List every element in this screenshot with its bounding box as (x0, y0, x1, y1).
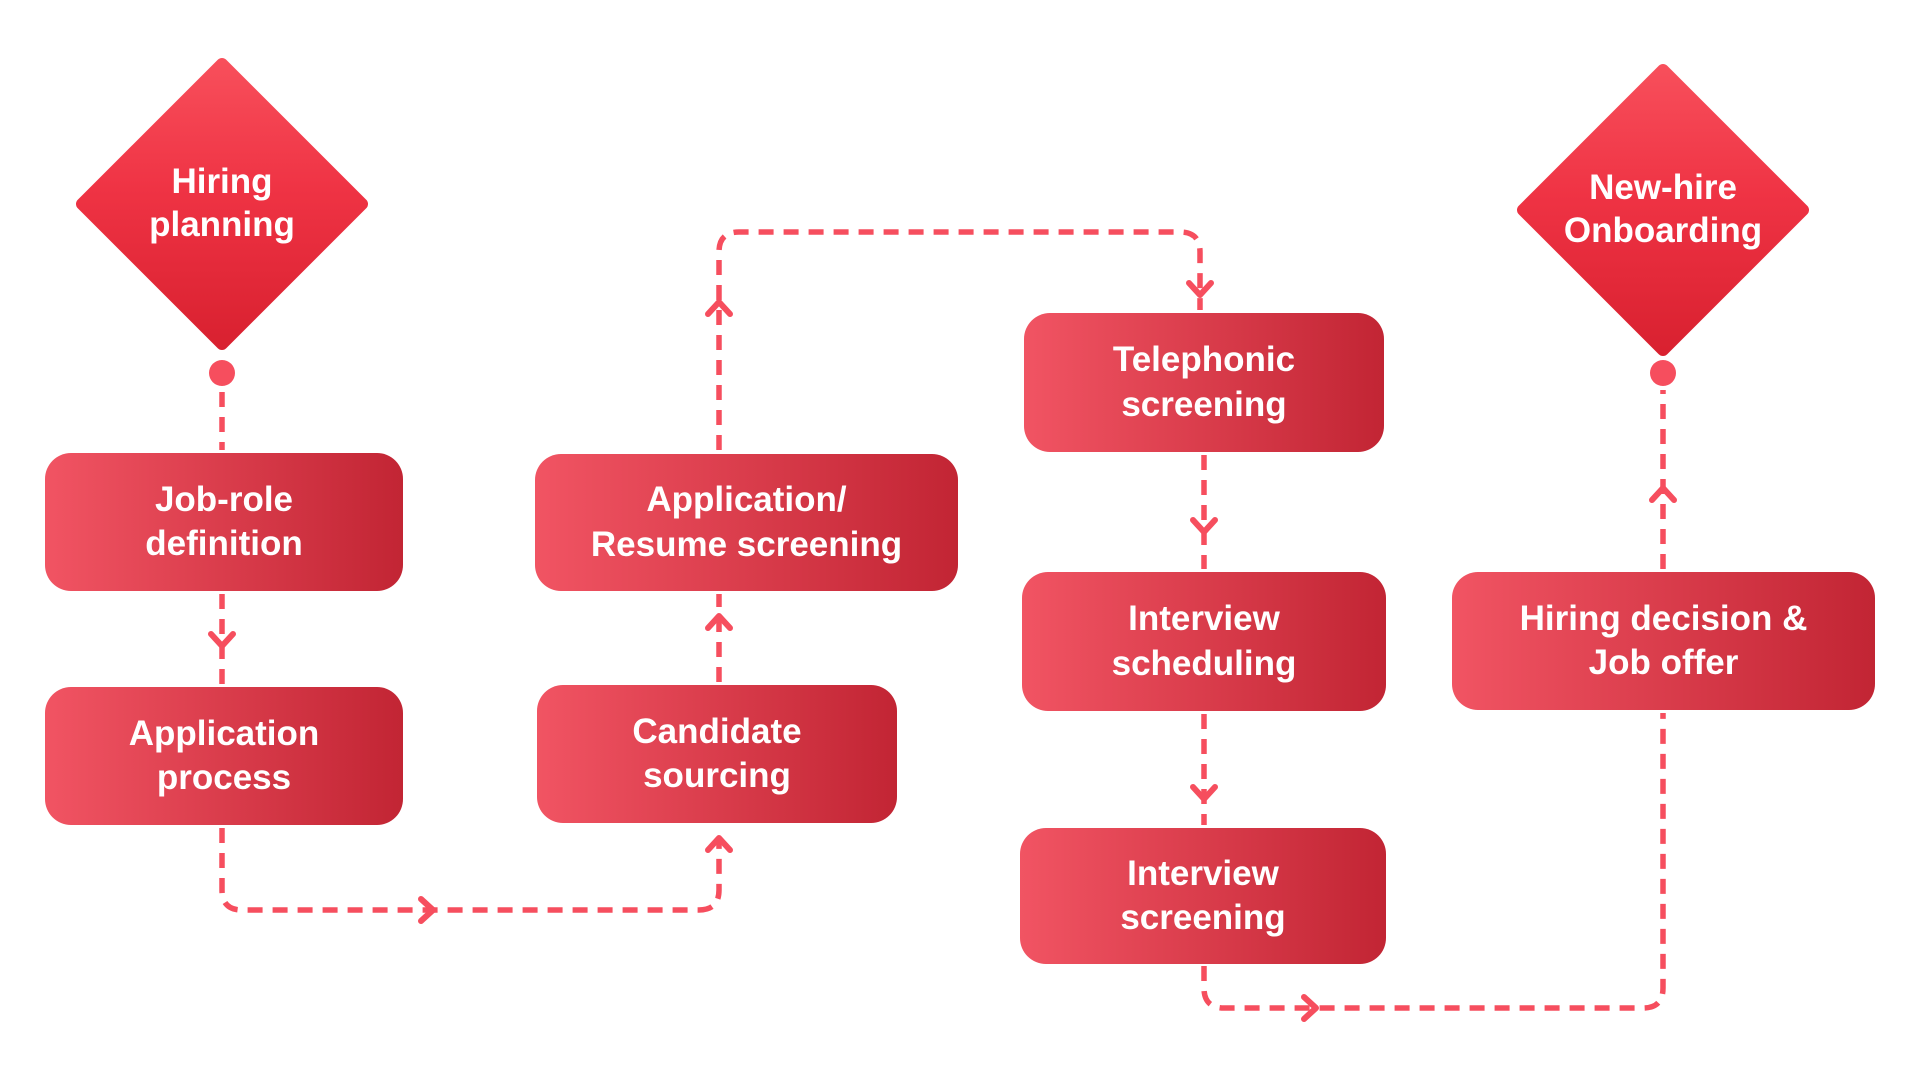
arrowhead-right-bottom-right (1301, 994, 1319, 1022)
box-hiring-decision-job-offer: Hiring decision & Job offer (1452, 572, 1875, 710)
arrowhead-up-resume (705, 613, 733, 631)
application-resume-screening-label: Application/ Resume screening (590, 480, 903, 564)
arrowhead-up-candidate (705, 835, 733, 853)
telephonic-screening-label: Telephonic screening (1112, 340, 1296, 424)
arrowhead-down-jobrole (208, 631, 236, 649)
box-candidate-sourcing: Candidate sourcing (537, 685, 897, 823)
connector-dot-left (209, 360, 235, 386)
arrowhead-down-screening (1190, 784, 1218, 802)
arrowhead-up-top-path (705, 299, 733, 317)
hiring-decision-job-offer-label: Hiring decision & Job offer (1519, 598, 1808, 682)
box-application-resume-screening: Application/ Resume screening (535, 454, 958, 591)
interview-screening-label: Interview screening (1120, 853, 1286, 937)
diamond-new-hire-onboarding: New-hire Onboarding (1514, 61, 1812, 359)
connector-appprocess-to-candidate (219, 828, 722, 913)
arrowhead-right-bottom-left (418, 896, 436, 924)
diamond-hiring-planning: Hiring planning (73, 55, 371, 353)
diamond-label-wrap: Hiring planning (117, 99, 327, 309)
hiring-planning-label: Hiring planning (149, 162, 295, 244)
box-interview-screening: Interview screening (1020, 828, 1386, 964)
connector-dot-right (1650, 360, 1676, 386)
arrowhead-down-telephonic (1186, 280, 1214, 298)
box-job-role-definition: Job-role definition (45, 453, 403, 591)
candidate-sourcing-label: Candidate sourcing (632, 711, 802, 795)
application-process-label: Application process (128, 713, 320, 797)
box-application-process: Application process (45, 687, 403, 825)
box-telephonic-screening: Telephonic screening (1024, 313, 1384, 452)
diamond-label-wrap: New-hire Onboarding (1558, 105, 1768, 315)
new-hire-onboarding-label: New-hire Onboarding (1563, 168, 1763, 250)
arrowhead-up-onboarding (1649, 485, 1677, 503)
job-role-definition-label: Job-role definition (145, 479, 303, 563)
interview-scheduling-label: Interview scheduling (1111, 599, 1297, 683)
box-interview-scheduling: Interview scheduling (1022, 572, 1386, 711)
arrowhead-down-scheduling (1190, 517, 1218, 535)
